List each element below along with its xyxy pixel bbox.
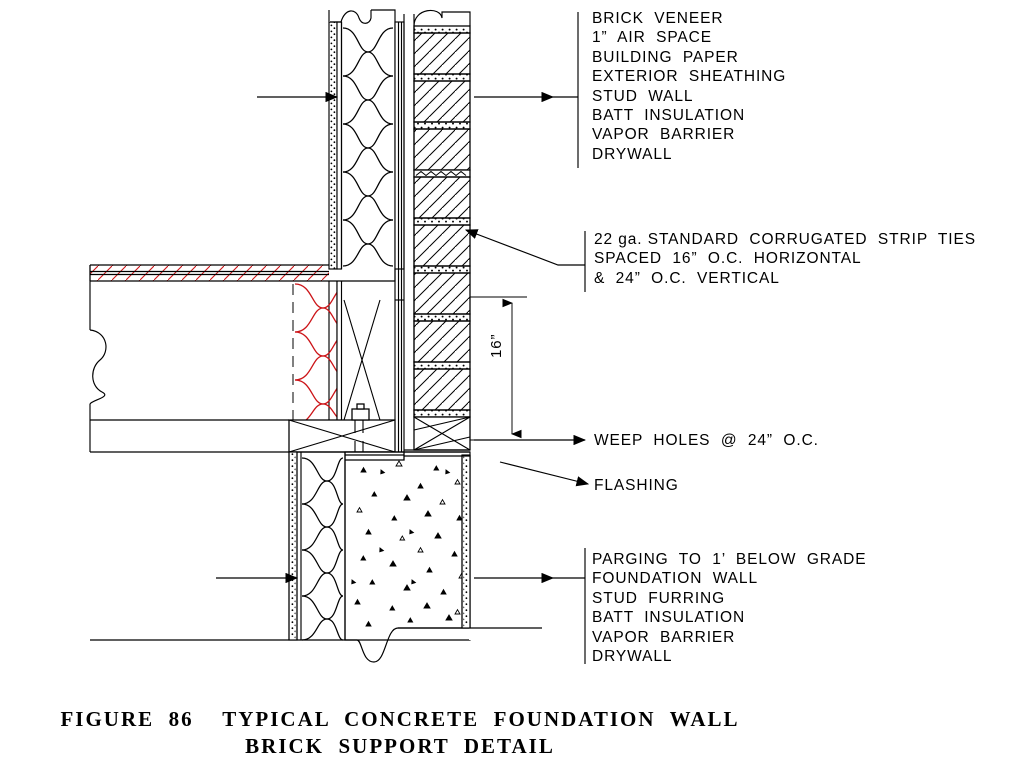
subfloor [90,264,329,282]
dimension-16in [470,296,527,441]
leader-ties [464,229,585,266]
rim-joist-bracing [343,299,381,421]
lower-drywall [288,451,298,641]
floor-break-line [89,265,289,641]
foundation-assembly-callout: PARGING TO 1’ BELOW GRADE FOUNDATION WAL… [592,551,867,666]
figure-title-line-1: FIGURE 86 TYPICAL CONCRETE FOUNDATION WA… [60,707,740,731]
figure-title-line-2: BRICK SUPPORT DETAIL [245,734,555,758]
upper-vapor-barrier [336,21,343,270]
flashing-callout: FLASHING [594,477,679,494]
concrete-hatch [351,460,468,627]
lower-batt-insulation [301,457,344,641]
upper-wall-assembly-callout: BRICK VENEER 1” AIR SPACE BUILDING PAPER… [592,10,787,163]
upper-drywall [328,21,338,270]
flashing [345,452,470,461]
leader-flashing [499,461,590,487]
parging [461,454,471,629]
foundation-concrete-wall [289,451,542,663]
corrugated-strip-ties-callout: 22 ga. STANDARD CORRUGATED STRIP TIES SP… [594,231,976,287]
corrugated-strip-tie [415,170,467,177]
figure-title: FIGURE 86 TYPICAL CONCRETE FOUNDATION WA… [0,706,800,760]
weep-holes-callout: WEEP HOLES @ 24” O.C. [594,432,819,449]
upper-batt-insulation [342,27,394,267]
brick-ledge-dimension-label: 16” [488,333,505,358]
brick-veneer-upper [413,9,471,451]
